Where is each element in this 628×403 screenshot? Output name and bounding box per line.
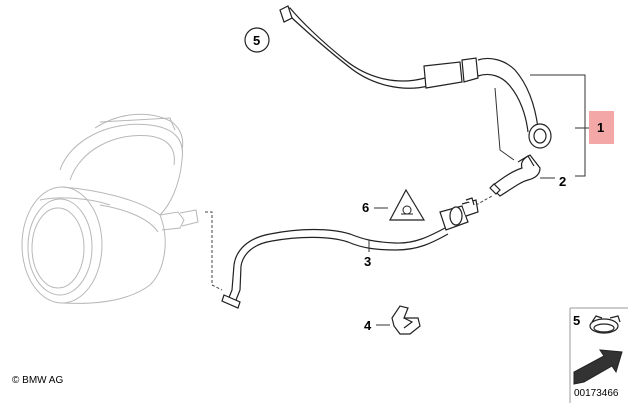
legend-number: 5 (573, 313, 581, 328)
callout-5-circle (244, 27, 270, 53)
callout-3-label: 3 (364, 254, 371, 269)
leader-line-dashed (205, 211, 223, 291)
callout-5-label: 5 (253, 33, 260, 48)
valve-fitting (439, 197, 479, 231)
callout-1-label: 1 (597, 120, 604, 135)
clip-4 (391, 305, 421, 335)
hose-clamp-icon (589, 315, 621, 334)
leader-line-dashed (475, 195, 493, 206)
document-number: 00173466 (574, 388, 619, 399)
hose-3 (221, 227, 449, 309)
callout-1-highlight (589, 111, 614, 144)
intake-boot-ghost (21, 113, 199, 304)
copyright-text: © BMW AG (12, 375, 64, 386)
callout-2-label: 2 (559, 174, 566, 189)
legend-panel (569, 307, 628, 403)
hose-1 (279, 5, 552, 149)
arrow-icon (573, 349, 623, 385)
hose-2 (489, 154, 541, 197)
warning-triangle-icon (389, 188, 426, 221)
callout-4-label: 4 (364, 318, 372, 333)
group-bracket (494, 74, 586, 179)
callout-6-label: 6 (362, 200, 369, 215)
